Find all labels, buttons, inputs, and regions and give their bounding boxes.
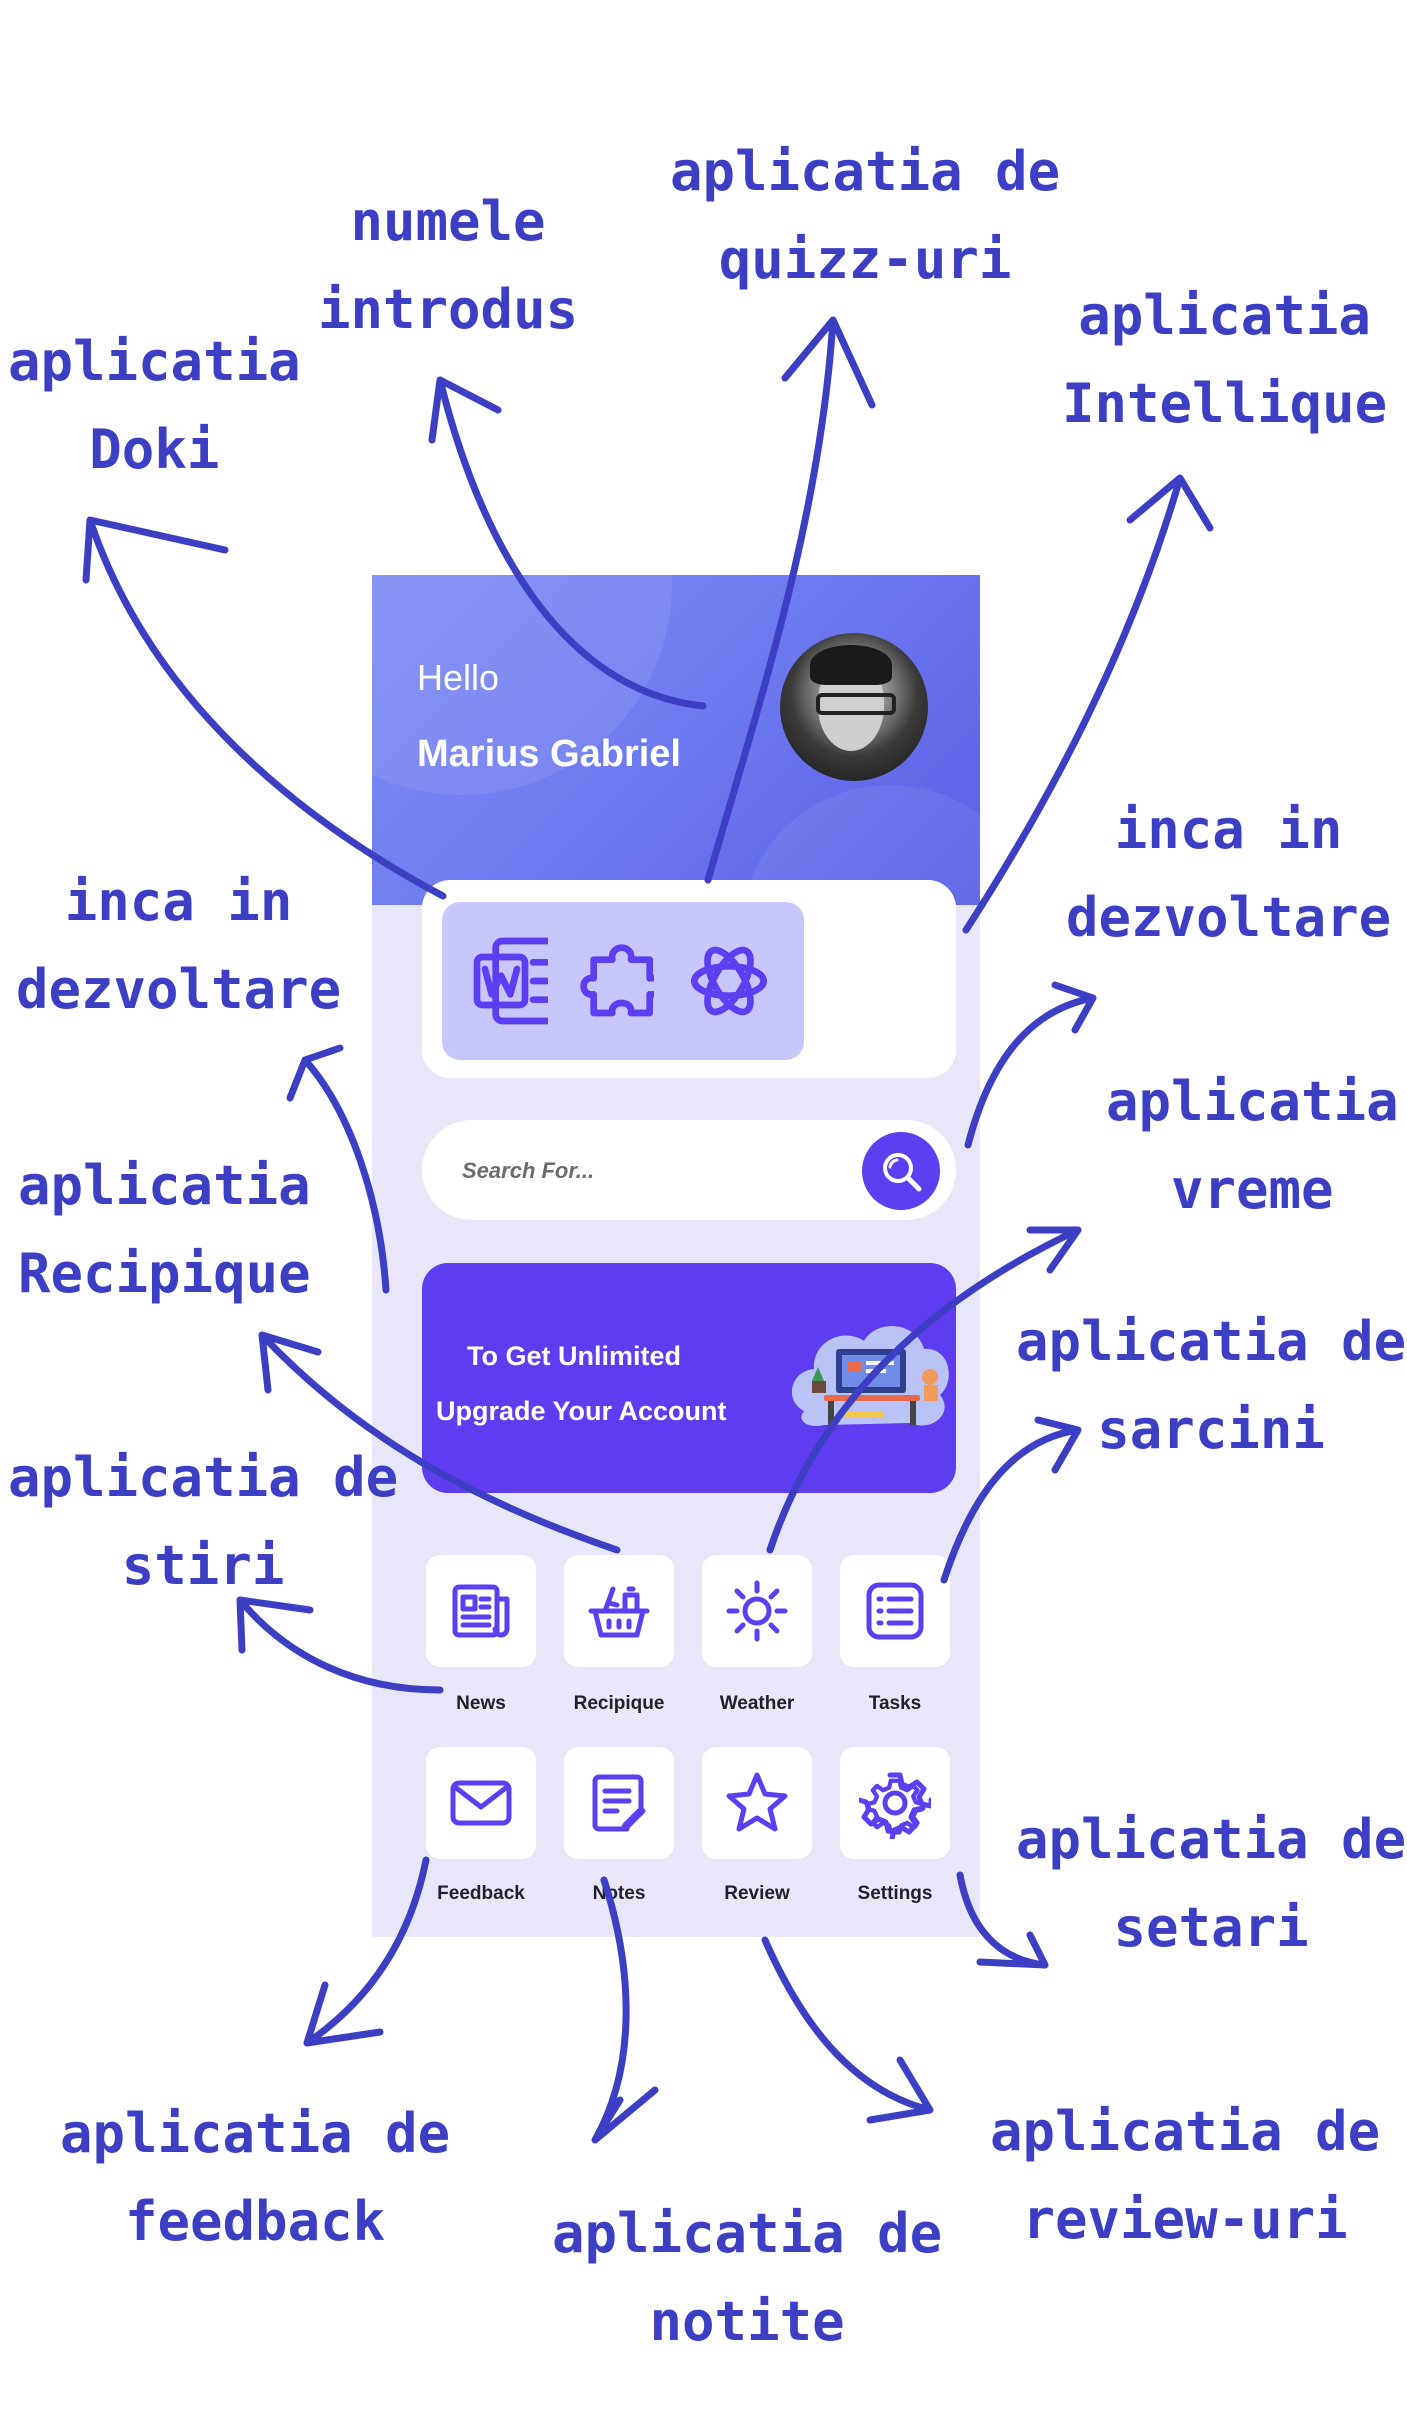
- app-intellique-button[interactable]: [654, 902, 804, 1060]
- grid-item-review[interactable]: Review: [702, 1747, 812, 1905]
- grid-item-tasks[interactable]: Tasks: [840, 1555, 950, 1715]
- header: Hello Marius Gabriel: [372, 575, 980, 905]
- search-button[interactable]: [862, 1132, 940, 1210]
- news-tile[interactable]: [426, 1555, 536, 1667]
- annotation-review: aplicatia de review-uri: [990, 2088, 1380, 2264]
- arrow-dev-right: [964, 981, 1097, 1149]
- annotation-line: aplicatia de: [990, 2100, 1381, 2163]
- recipique-label: Recipique: [573, 1693, 665, 1714]
- annotation-line: setari: [1113, 1896, 1309, 1959]
- avatar[interactable]: [780, 633, 928, 781]
- annotation-line: Intellique: [1062, 372, 1388, 435]
- notes-icon: [592, 1774, 646, 1832]
- annotation-line: aplicatia de: [1016, 1808, 1407, 1871]
- search-icon: [883, 1153, 922, 1192]
- grid-item-settings[interactable]: Settings: [840, 1747, 950, 1905]
- feedback-label: Feedback: [437, 1883, 525, 1904]
- grid-item-news[interactable]: News: [426, 1555, 536, 1715]
- food-basket-icon: [588, 1586, 650, 1638]
- grid-item-notes[interactable]: Notes: [564, 1747, 674, 1905]
- recipique-tile[interactable]: [564, 1555, 674, 1667]
- review-label: Review: [724, 1883, 790, 1904]
- annotation-line: introdus: [318, 278, 579, 341]
- user-name: Marius Gabriel: [417, 733, 681, 775]
- tasks-label: Tasks: [868, 1693, 922, 1714]
- annotation-doki: aplicatia Doki: [8, 318, 301, 494]
- annotation-name: numele introdus: [318, 178, 578, 354]
- annotation-line: aplicatia de: [60, 2102, 451, 2165]
- annotation-line: feedback: [125, 2190, 386, 2253]
- search-bar: [422, 1120, 956, 1220]
- annotation-line: aplicatia: [1078, 284, 1371, 347]
- annotation-news: aplicatia de stiri: [8, 1434, 398, 1610]
- annotation-line: notite: [649, 2290, 845, 2353]
- grid-item-recipique[interactable]: Recipique: [564, 1555, 674, 1715]
- tasks-tile[interactable]: [840, 1555, 950, 1667]
- annotation-dev-left: inca in dezvoltare: [16, 858, 341, 1034]
- annotation-line: inca in: [64, 870, 293, 933]
- annotation-line: numele: [350, 190, 546, 253]
- avatar-hair: [810, 645, 892, 685]
- annotation-feedback: aplicatia de feedback: [60, 2090, 450, 2266]
- grid-item-weather[interactable]: Weather: [702, 1555, 812, 1715]
- annotation-line: quizz-uri: [718, 228, 1012, 291]
- avatar-glasses: [816, 693, 896, 715]
- annotation-line: review-uri: [1022, 2188, 1348, 2251]
- featured-apps-card: [422, 880, 956, 1078]
- banner-line1: To Get Unlimited: [467, 1341, 681, 1371]
- annotation-tasks: aplicatia de sarcini: [1016, 1298, 1406, 1474]
- settings-label: Settings: [857, 1883, 933, 1904]
- openai-logo-icon: [691, 946, 767, 1016]
- notes-tile[interactable]: [564, 1747, 674, 1859]
- annotation-intellique: aplicatia Intellique: [1062, 272, 1387, 448]
- annotation-line: Doki: [89, 418, 220, 481]
- star-icon: [726, 1772, 788, 1832]
- annotation-line: dezvoltare: [1066, 886, 1392, 949]
- annotation-weather: aplicatia vreme: [1106, 1058, 1399, 1234]
- arrow-review: [761, 1936, 934, 2124]
- annotation-line: aplicatia de: [552, 2202, 943, 2265]
- annotation-line: vreme: [1171, 1158, 1334, 1221]
- annotation-line: aplicatia de: [1016, 1310, 1407, 1373]
- news-label: News: [456, 1693, 506, 1714]
- notes-label: Notes: [592, 1883, 646, 1904]
- search-input[interactable]: [460, 1148, 844, 1194]
- puzzle-piece-icon: [580, 944, 663, 1017]
- annotation-notes: aplicatia de notite: [552, 2190, 942, 2366]
- annotation-line: aplicatia: [1106, 1070, 1399, 1133]
- newspaper-icon: [452, 1584, 510, 1638]
- annotation-dev-right: inca in dezvoltare: [1066, 786, 1391, 962]
- feedback-tile[interactable]: [426, 1747, 536, 1859]
- annotation-settings: aplicatia de setari: [1016, 1796, 1406, 1972]
- weather-label: Weather: [719, 1693, 795, 1714]
- annotation-quizz: aplicatia de quizz-uri: [670, 128, 1060, 304]
- annotation-line: sarcini: [1097, 1398, 1325, 1461]
- envelope-icon: [450, 1780, 512, 1826]
- banner-line2: Upgrade Your Account: [436, 1396, 727, 1426]
- annotation-line: stiri: [121, 1534, 285, 1597]
- workspace-illustration: [791, 1326, 949, 1427]
- annotation-line: aplicatia de: [670, 140, 1061, 203]
- annotation-recipique: aplicatia Recipique: [18, 1142, 311, 1318]
- review-tile[interactable]: [702, 1747, 812, 1859]
- grid-item-feedback[interactable]: Feedback: [426, 1747, 536, 1905]
- app-screen: Hello Marius Gabriel: [372, 575, 980, 1937]
- gear-icon: [859, 1772, 931, 1839]
- task-list-icon: [866, 1582, 924, 1640]
- annotation-line: inca in: [1114, 798, 1343, 861]
- sun-icon: [726, 1580, 788, 1642]
- weather-tile[interactable]: [702, 1555, 812, 1667]
- annotation-line: Recipique: [18, 1242, 311, 1305]
- settings-tile[interactable]: [840, 1747, 950, 1859]
- annotation-line: aplicatia: [8, 330, 301, 393]
- upgrade-banner[interactable]: To Get Unlimited Upgrade Your Account: [422, 1263, 956, 1493]
- greeting: Hello: [417, 657, 500, 698]
- annotation-line: aplicatia de: [8, 1446, 399, 1509]
- annotation-line: dezvoltare: [16, 958, 342, 1021]
- annotation-line: aplicatia: [18, 1154, 311, 1217]
